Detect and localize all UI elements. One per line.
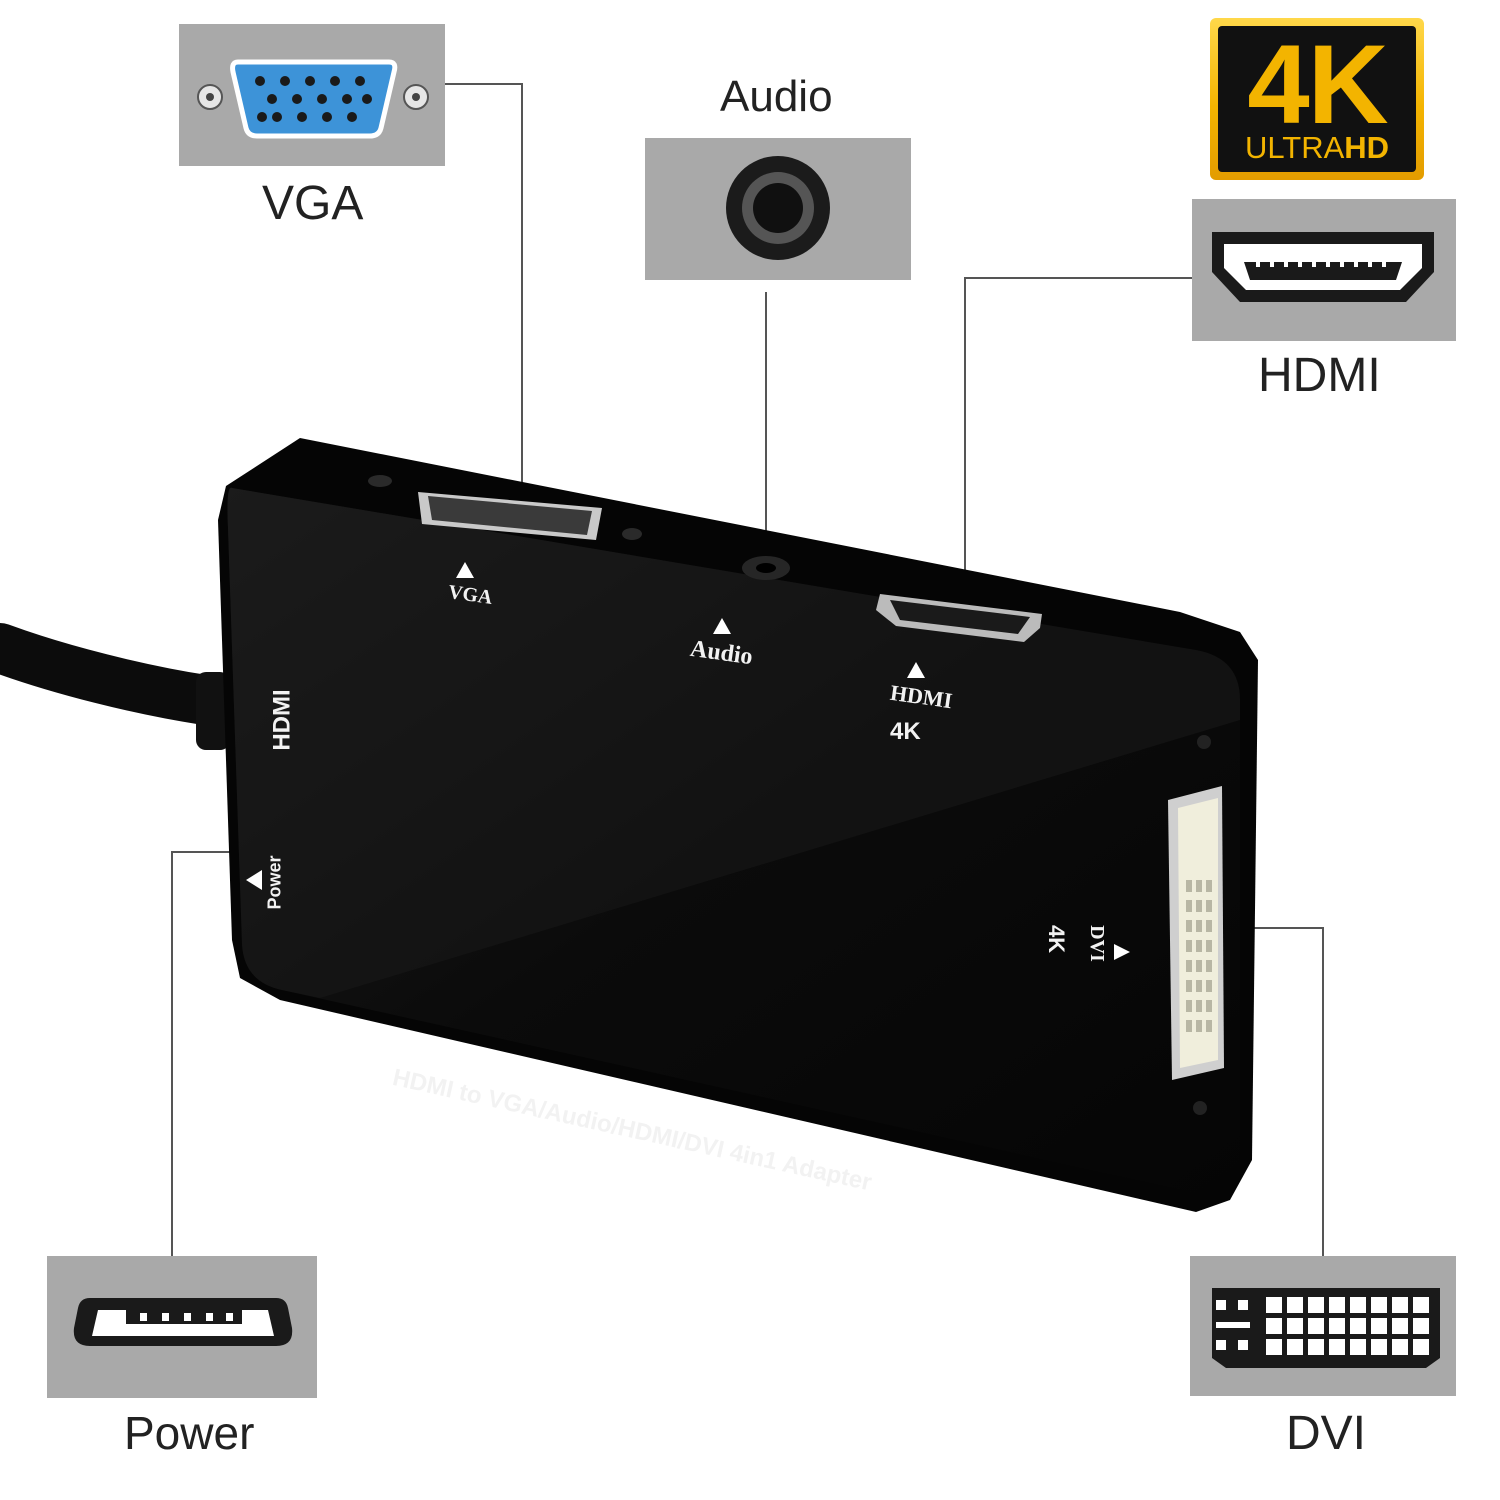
device-dvi-text: DVI	[1085, 925, 1108, 962]
badge-4k-text: 4K	[1247, 22, 1388, 147]
audio-label: Audio	[720, 72, 833, 121]
vga-label: VGA	[262, 177, 364, 230]
4k-ultra-hd-badge: 4K ULTRAHD	[1210, 18, 1424, 180]
power-label: Power	[124, 1407, 255, 1459]
device-power-text: Power	[264, 855, 285, 910]
hdmi-port-icon	[1192, 199, 1456, 341]
dvi-pins	[1216, 1300, 1250, 1350]
vga-connector-icon	[179, 24, 445, 166]
power-port-icon	[47, 1256, 317, 1398]
device-hdmi-4k-text: 4K	[890, 718, 921, 745]
hdmi-cable	[0, 623, 230, 750]
port-arrows	[246, 562, 1130, 960]
dvi-port-icon	[1190, 1256, 1456, 1396]
badge-ultrahd-text: ULTRAHD	[1244, 130, 1390, 165]
device-dvi-4k-text: 4K	[1044, 924, 1070, 954]
audio-jack-icon	[645, 138, 911, 280]
dvi-label: DVI	[1286, 1407, 1367, 1460]
device-input-hdmi-text: HDMI	[268, 689, 296, 751]
hdmi-label: HDMI	[1258, 349, 1381, 402]
adapter-body	[218, 438, 1258, 1212]
